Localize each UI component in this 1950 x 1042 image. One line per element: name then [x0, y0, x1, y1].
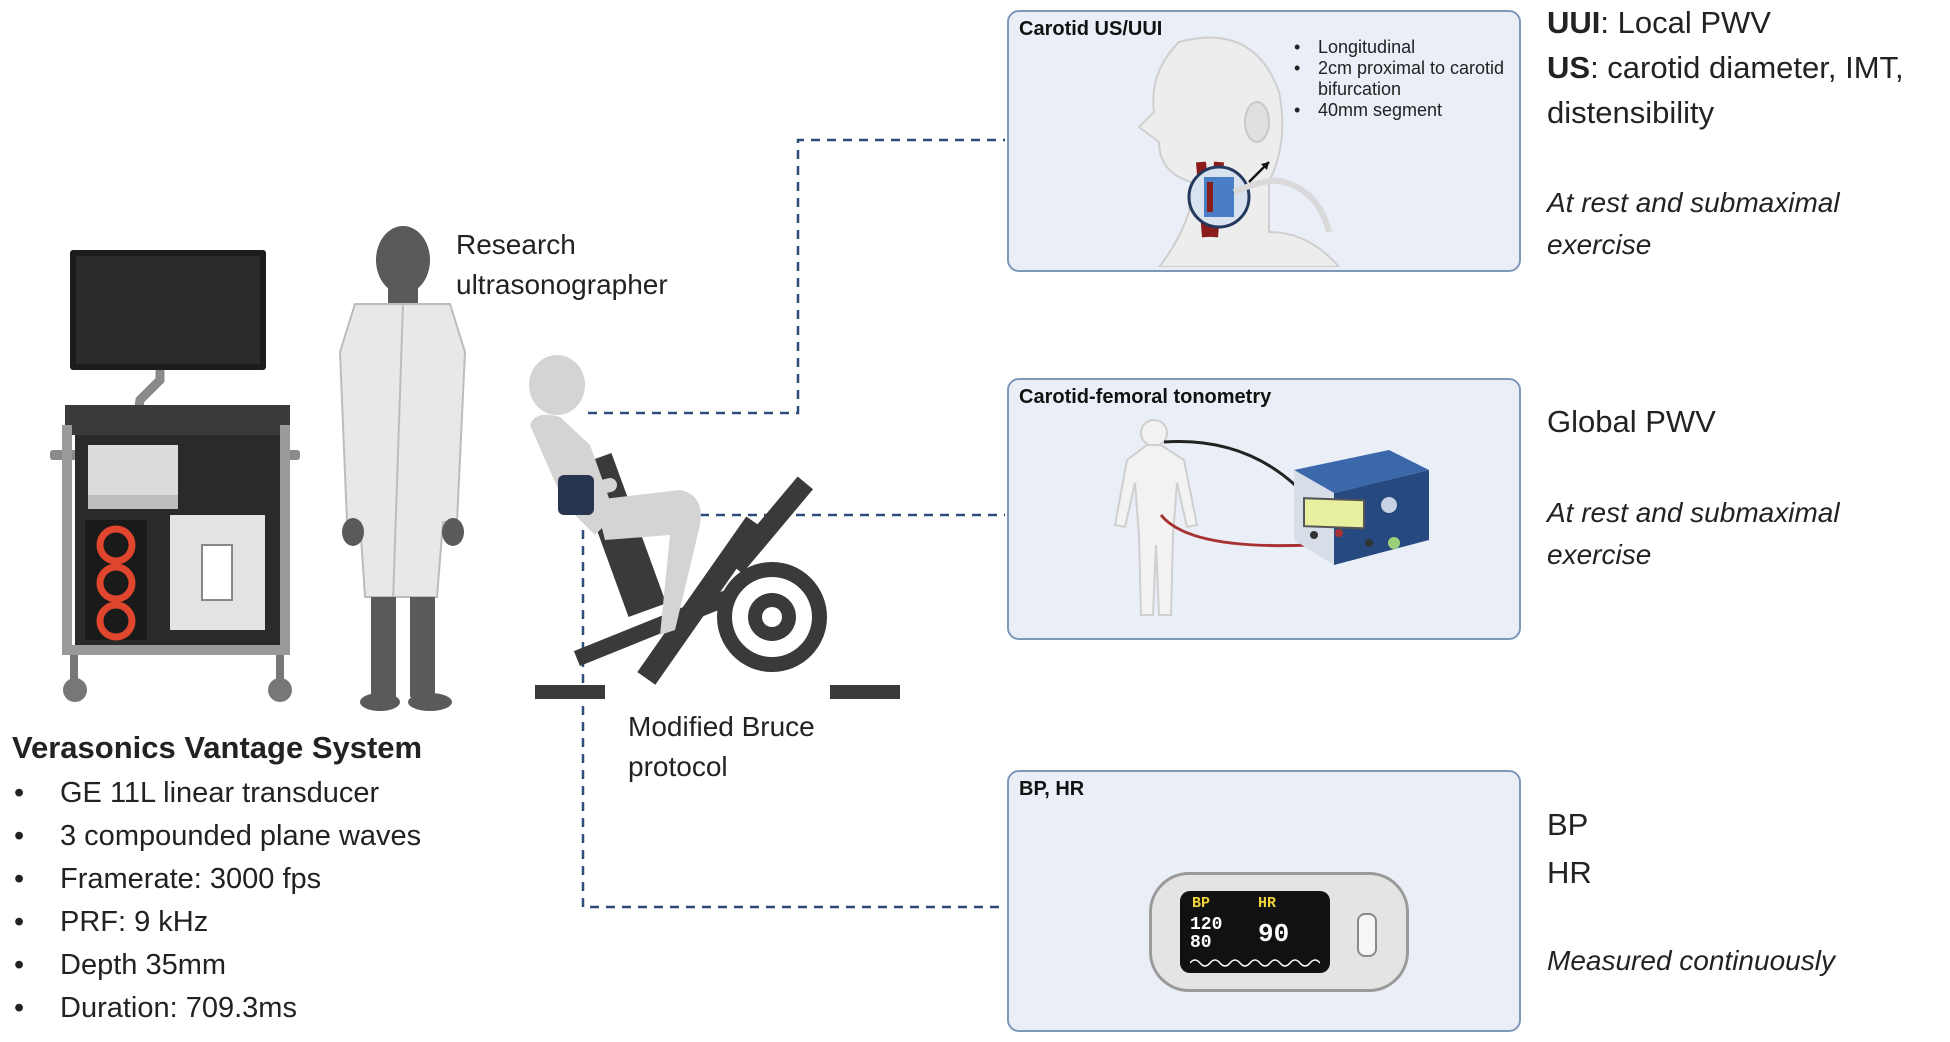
spec-item: 3 compounded plane waves — [12, 815, 421, 858]
connector-to-carotid — [588, 138, 1005, 415]
uui-text: : Local PWV — [1600, 5, 1771, 40]
global-pwv-outcome: Global PWV — [1547, 404, 1716, 439]
carotid-panel: Carotid US/UUI Longitudinal 2cm proximal… — [1007, 10, 1521, 272]
oximeter-display: BP HR 120 80 90 — [1180, 891, 1330, 973]
spec-item: Framerate: 3000 fps — [12, 858, 421, 901]
head-neck-probe-icon — [1137, 36, 1341, 267]
researcher-label: Research ultrasonographer — [456, 229, 668, 300]
tonometry-panel: Carotid-femoral tonometry — [1007, 378, 1521, 640]
system-specs-list: GE 11L linear transducer 3 compounded pl… — [12, 772, 421, 1030]
spec-item: GE 11L linear transducer — [12, 772, 421, 815]
carotid-notes-list: Longitudinal 2cm proximal to carotid bif… — [1294, 37, 1514, 121]
display-diastolic: 80 — [1190, 933, 1212, 953]
us-outcome-cont: distensibility — [1547, 95, 1715, 130]
ultrasound-cart-icon — [50, 250, 300, 702]
tonometry-timing: At rest and submaximal exercise — [1547, 497, 1840, 570]
note-item: 2cm proximal to carotid bifurcation — [1294, 58, 1514, 100]
tonometry-setup-icon — [1113, 419, 1429, 616]
system-title: Verasonics Vantage System — [12, 730, 423, 765]
spec-item: Duration: 709.3ms — [12, 987, 421, 1030]
spec-item: PRF: 9 kHz — [12, 901, 421, 944]
waveform-icon — [1190, 959, 1320, 967]
carotid-panel-title: Carotid US/UUI — [1019, 18, 1163, 40]
spec-item: Depth 35mm — [12, 944, 421, 987]
carotid-timing: At rest and submaximal exercise — [1547, 187, 1840, 260]
bike-protocol-label: Modified Bruce protocol — [628, 711, 815, 782]
bp-outcome: BP — [1547, 807, 1589, 842]
uui-label: UUI — [1547, 5, 1601, 40]
bphr-panel-title: BP, HR — [1019, 778, 1085, 800]
us-outcome: US: carotid diameter, IMT, — [1547, 47, 1904, 89]
us-label: US — [1547, 50, 1591, 85]
display-bp-label: BP — [1192, 895, 1211, 912]
researcher-icon — [338, 226, 467, 711]
display-hr-label: HR — [1258, 895, 1277, 912]
exercise-bike-icon — [529, 355, 900, 699]
bphr-panel: BP, HR BP HR 120 80 90 — [1007, 770, 1521, 1032]
note-item: Longitudinal — [1294, 37, 1514, 58]
connector-to-bphr — [581, 530, 1005, 909]
hr-outcome: HR — [1547, 855, 1592, 890]
display-systolic: 120 — [1190, 915, 1223, 935]
bphr-timing: Measured continuously — [1547, 945, 1835, 976]
note-item: 40mm segment — [1294, 100, 1514, 121]
uui-outcome: UUI: Local PWV — [1547, 2, 1771, 44]
display-hr: 90 — [1258, 919, 1290, 949]
oximeter-button — [1357, 913, 1377, 957]
us-text: : carotid diameter, IMT, — [1590, 50, 1904, 85]
tonometry-panel-title: Carotid-femoral tonometry — [1019, 386, 1272, 408]
pulse-oximeter-icon: BP HR 120 80 90 — [1149, 872, 1409, 992]
